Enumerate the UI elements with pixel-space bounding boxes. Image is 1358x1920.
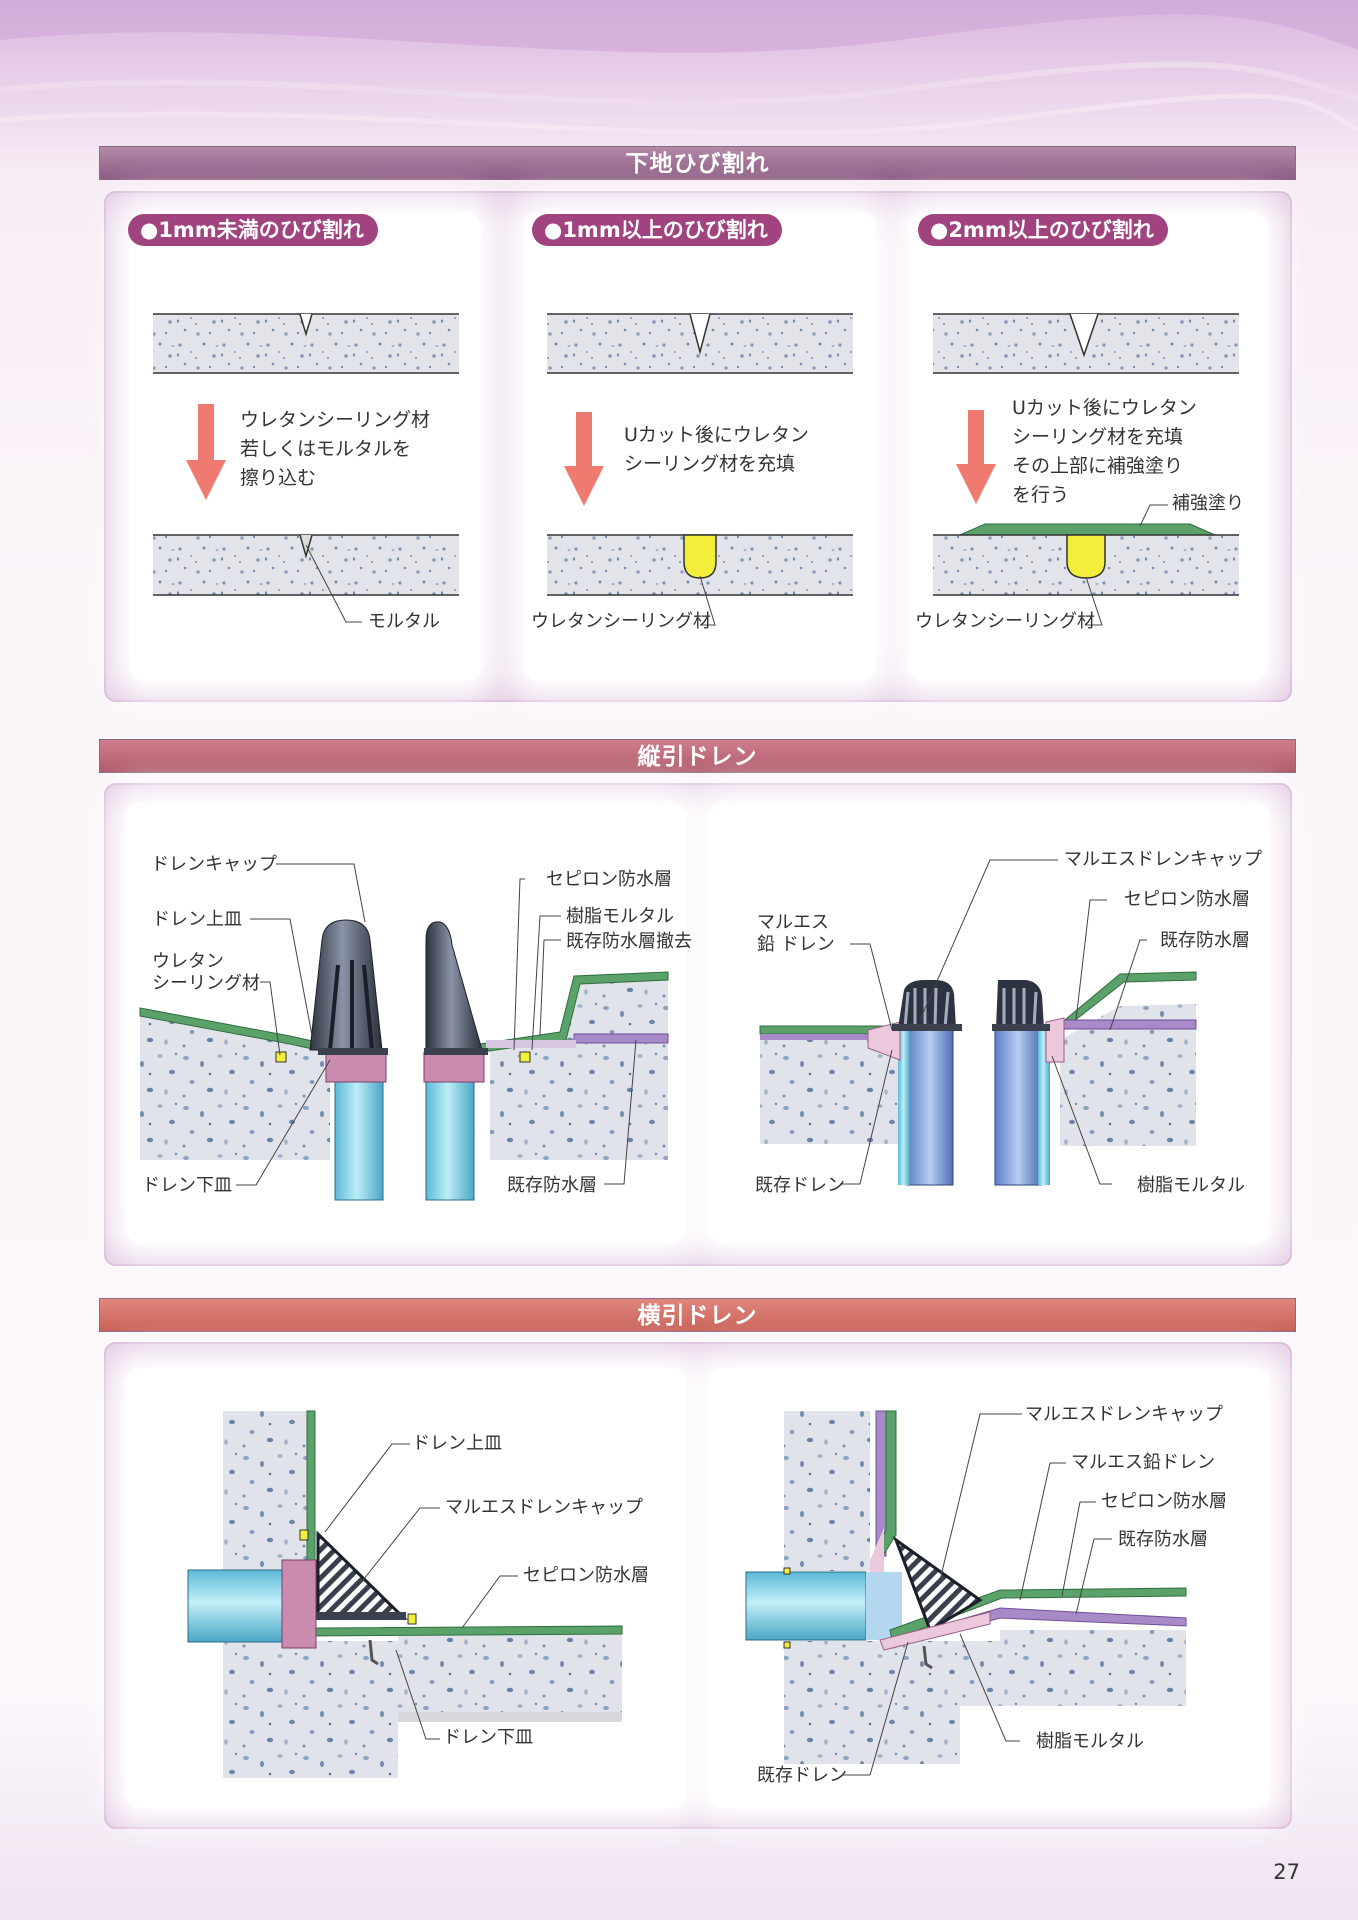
tab-crack-over-2mm: ●2mm以上のひび割れ — [918, 214, 1168, 246]
panel-crack — [104, 191, 1292, 702]
label-drain-lower-plate: ドレン下皿 — [142, 1175, 232, 1196]
label-marues-drain-cap-h1: マルエスドレンキャップ — [445, 1497, 643, 1518]
tab-crack-under-1mm: ●1mm未満のひび割れ — [128, 214, 378, 246]
label-resin-mortar-h: 樹脂モルタル — [1036, 1731, 1144, 1752]
label-sepilon-layer-v1: セピロン防水層 — [546, 869, 672, 890]
section-title-horizontal-drain: 横引ドレン — [99, 1298, 1296, 1332]
label-mortar: モルタル — [368, 611, 440, 632]
label-marues-lead-drain: マルエス鉛ドレン — [1071, 1452, 1215, 1473]
page-number: 27 — [1273, 1860, 1300, 1884]
label-resin-mortar-v1: 樹脂モルタル — [566, 906, 674, 927]
label-existing-drain-h: 既存ドレン — [757, 1765, 847, 1786]
section-title-vertical-drain: 縦引ドレン — [99, 739, 1296, 773]
label-resin-mortar-v2: 樹脂モルタル — [1137, 1175, 1245, 1196]
label-urethane-sealant-1: ウレタンシーリング材 — [531, 611, 711, 632]
label-sepilon-layer-v2: セピロン防水層 — [1124, 889, 1250, 910]
label-existing-layer-h: 既存防水層 — [1118, 1529, 1208, 1550]
card-crack-under-1mm — [129, 213, 481, 681]
tab-crack-over-1mm: ●1mm以上のひび割れ — [532, 214, 782, 246]
label-marues: マルエス — [757, 912, 829, 933]
section-title-crack: 下地ひび割れ — [99, 146, 1296, 180]
label-sepilon-layer-h2: セピロン防水層 — [1101, 1491, 1227, 1512]
label-lead-drain: 鉛 ドレン — [757, 934, 835, 955]
label-existing-layer-removed: 既存防水層撤去 — [566, 931, 692, 952]
label-drain-upper-plate: ドレン上皿 — [152, 909, 242, 930]
label-marues-drain-cap-h2: マルエスドレンキャップ — [1025, 1404, 1223, 1425]
desc-crack-under-1mm: ウレタンシーリング材 若しくはモルタルを 擦り込む — [240, 409, 431, 489]
desc-crack-over-1mm: Uカット後にウレタン シーリング材を充填 — [624, 424, 809, 475]
label-existing-layer-v2: 既存防水層 — [1160, 930, 1250, 951]
label-drain-cap: ドレンキャップ — [151, 854, 277, 875]
label-sealant-material: シーリング材 — [152, 973, 260, 994]
label-urethane: ウレタン — [152, 951, 224, 972]
label-existing-layer-v1: 既存防水層 — [507, 1175, 597, 1196]
desc-crack-over-2mm: Uカット後にウレタン シーリング材を充填 その上部に補強塗り を行う — [1012, 397, 1197, 506]
label-drain-lower-plate-h: ドレン下皿 — [443, 1727, 533, 1748]
label-sepilon-layer-h1: セピロン防水層 — [523, 1565, 649, 1586]
label-marues-drain-cap-v: マルエスドレンキャップ — [1064, 849, 1262, 870]
background-wave — [0, 0, 1358, 136]
label-urethane-sealant-2: ウレタンシーリング材 — [915, 611, 1095, 632]
label-existing-drain-v: 既存ドレン — [755, 1175, 845, 1196]
label-drain-upper-plate-h: ドレン上皿 — [412, 1433, 502, 1454]
label-reinforcement-coat: 補強塗り — [1172, 493, 1244, 514]
